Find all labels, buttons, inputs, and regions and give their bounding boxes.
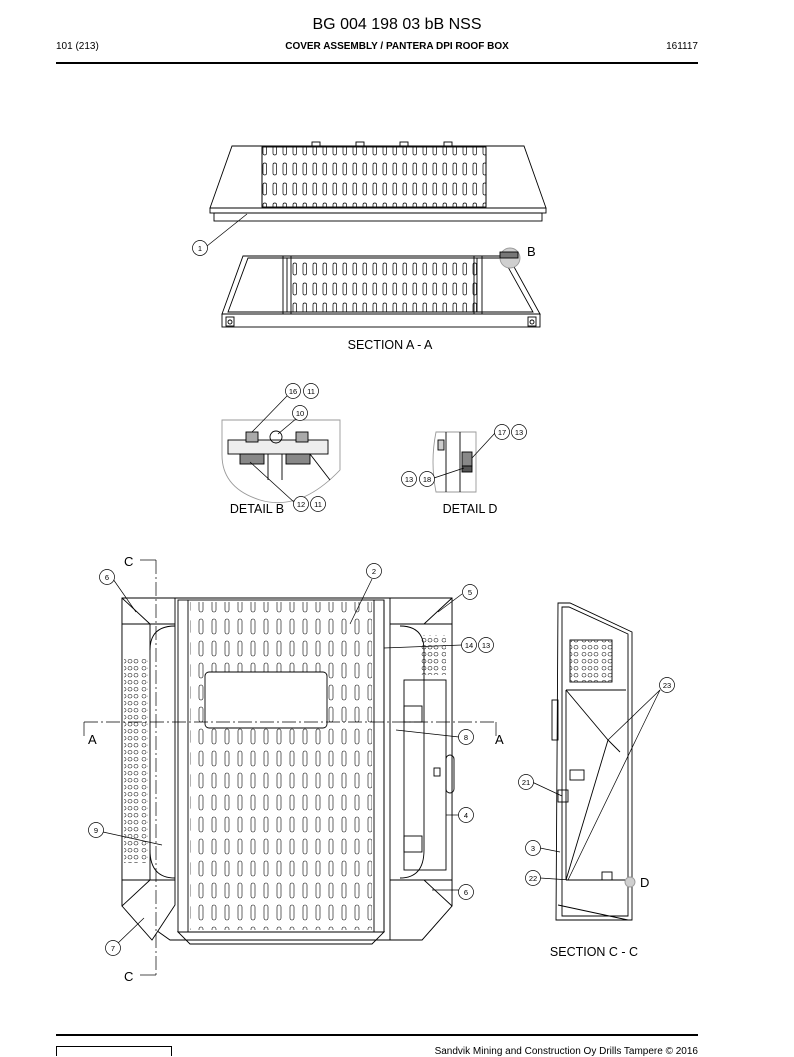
- section-aa-view: [221, 247, 541, 328]
- detail-b-label: DETAIL B: [230, 502, 284, 516]
- detail-d-view: [432, 431, 477, 493]
- callout-numbers: 1 16 11 10 12 11 17 13 13 18 6 2 5 14 13…: [94, 244, 671, 953]
- marker-b: B: [527, 244, 536, 259]
- marker-d: D: [640, 875, 649, 890]
- callout-23: 23: [663, 681, 671, 690]
- document-date: 161117: [666, 41, 698, 52]
- callout-13-detail-d: 13: [515, 428, 523, 437]
- callout-18: 18: [423, 475, 431, 484]
- callout-6-bottom: 6: [464, 888, 468, 897]
- callout-10: 10: [296, 409, 304, 418]
- callout-12: 12: [297, 500, 305, 509]
- callout-2: 2: [372, 567, 376, 576]
- sandvik-logo: [56, 1046, 172, 1056]
- header-rule: [56, 62, 698, 64]
- section-cc-view: [551, 602, 636, 921]
- detail-d-label: DETAIL D: [443, 502, 498, 516]
- plan-view: [121, 597, 455, 945]
- marker-a-right: A: [495, 732, 504, 747]
- callout-5: 5: [468, 588, 472, 597]
- detail-d-leaders: [433, 432, 496, 479]
- marker-c-bottom: C: [124, 969, 133, 984]
- callout-9: 9: [94, 826, 98, 835]
- callout-11-top: 11: [307, 387, 315, 396]
- marker-c-top: C: [124, 554, 133, 569]
- plan-leaders: [102, 578, 463, 945]
- page-number: 101 (213): [56, 41, 99, 52]
- callout-6-top: 6: [105, 573, 109, 582]
- document-title: BG 004 198 03 bB NSS: [312, 16, 482, 33]
- callout-22: 22: [529, 874, 537, 883]
- detail-b-view: [221, 419, 341, 504]
- callout-13-plan: 13: [482, 641, 490, 650]
- document-subtitle: COVER ASSEMBLY / PANTERA DPI ROOF BOX: [285, 41, 509, 52]
- callout-balloons: [88, 240, 675, 956]
- callout-leaders: [206, 213, 248, 247]
- section-aa-label: SECTION A - A: [348, 338, 433, 352]
- callout-16: 16: [289, 387, 297, 396]
- callout-13-lower: 13: [405, 475, 413, 484]
- marker-a-left: A: [88, 732, 97, 747]
- section-cut-lines: [83, 559, 497, 976]
- callout-3: 3: [531, 844, 535, 853]
- section-cc-label: SECTION C - C: [550, 945, 638, 959]
- footer-rule: [56, 1034, 698, 1036]
- callout-4: 4: [464, 811, 468, 820]
- callout-14: 14: [465, 641, 473, 650]
- footer-copyright: Sandvik Mining and Construction Oy Drill…: [434, 1046, 698, 1057]
- callout-21: 21: [522, 778, 530, 787]
- callout-17: 17: [498, 428, 506, 437]
- cover-elevation: [209, 141, 547, 222]
- callout-7: 7: [111, 944, 115, 953]
- callout-11-bottom: 11: [314, 500, 322, 509]
- section-cc-leaders: [531, 689, 661, 881]
- detail-b-leaders: [249, 395, 298, 504]
- callout-1: 1: [198, 244, 202, 253]
- callout-8: 8: [464, 733, 468, 742]
